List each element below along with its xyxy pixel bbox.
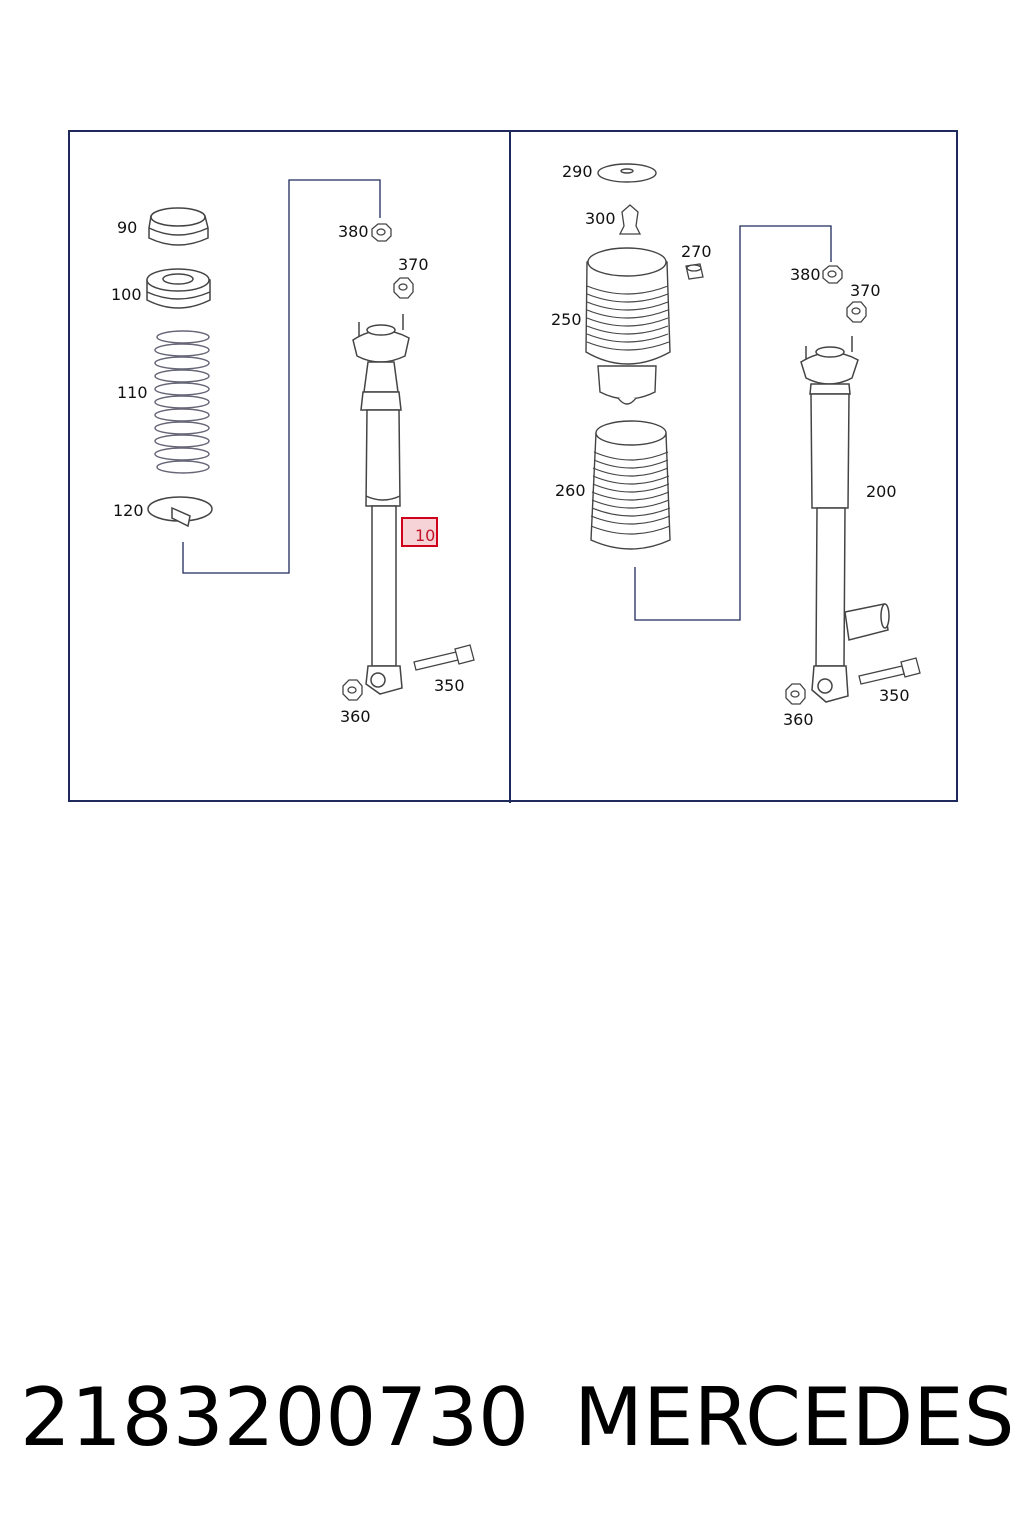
part-370-nut-left bbox=[393, 277, 414, 299]
parts-diagram: 90 100 110 120 380 370 10 350 360 bbox=[68, 130, 958, 803]
part-350-bolt-right bbox=[858, 657, 921, 685]
label-260: 260 bbox=[555, 481, 586, 500]
label-200: 200 bbox=[866, 482, 897, 501]
left-bracket-lines bbox=[182, 179, 381, 574]
label-360: 360 bbox=[783, 710, 814, 729]
part-100-spring-seat bbox=[146, 268, 211, 309]
label-120: 120 bbox=[113, 501, 144, 520]
part-200-shock-absorber bbox=[800, 336, 890, 703]
part-120-spring-pad bbox=[147, 496, 213, 528]
label-250: 250 bbox=[551, 310, 582, 329]
diagram-frame bbox=[68, 130, 958, 803]
label-270: 270 bbox=[681, 242, 712, 261]
part-300-clip bbox=[618, 204, 642, 235]
part-250-air-spring bbox=[585, 247, 671, 405]
label-100: 100 bbox=[111, 285, 142, 304]
part-350-bolt-left bbox=[413, 644, 475, 671]
part-260-bellows-sleeve bbox=[590, 420, 671, 550]
part-number: 2183200730 bbox=[20, 1371, 529, 1464]
label-90: 90 bbox=[117, 218, 137, 237]
left-panel: 90 100 110 120 380 370 10 350 360 bbox=[111, 179, 475, 726]
part-380-nut-right bbox=[822, 265, 843, 284]
part-90-dust-cap bbox=[148, 207, 209, 246]
part-370-nut-right bbox=[846, 301, 867, 323]
label-370: 370 bbox=[850, 281, 881, 300]
label-350: 350 bbox=[879, 686, 910, 705]
label-10: 10 bbox=[415, 526, 435, 545]
part-360-nut-right bbox=[785, 683, 806, 705]
brand-name: MERCEDES bbox=[574, 1371, 1015, 1464]
highlight-box-part-10 bbox=[401, 517, 438, 547]
part-270-fitting bbox=[685, 263, 704, 280]
right-bracket-lines bbox=[634, 225, 832, 621]
part-260-bellows-ridges bbox=[590, 451, 671, 535]
part-290-washer bbox=[597, 163, 657, 183]
label-360: 360 bbox=[340, 707, 371, 726]
part-250-bellows-ridges bbox=[586, 285, 670, 351]
part-380-nut-left bbox=[371, 223, 392, 242]
label-110: 110 bbox=[117, 383, 148, 402]
label-380: 380 bbox=[790, 265, 821, 284]
label-370: 370 bbox=[398, 255, 429, 274]
part-10-shock-absorber bbox=[352, 314, 410, 695]
label-290: 290 bbox=[562, 162, 593, 181]
part-360-nut-left bbox=[342, 679, 363, 701]
label-350: 350 bbox=[434, 676, 465, 695]
right-panel: 290 300 270 250 260 380 370 200 350 360 bbox=[551, 162, 921, 729]
label-300: 300 bbox=[585, 209, 616, 228]
part-110-coil-spring bbox=[154, 330, 210, 474]
label-380: 380 bbox=[338, 222, 369, 241]
